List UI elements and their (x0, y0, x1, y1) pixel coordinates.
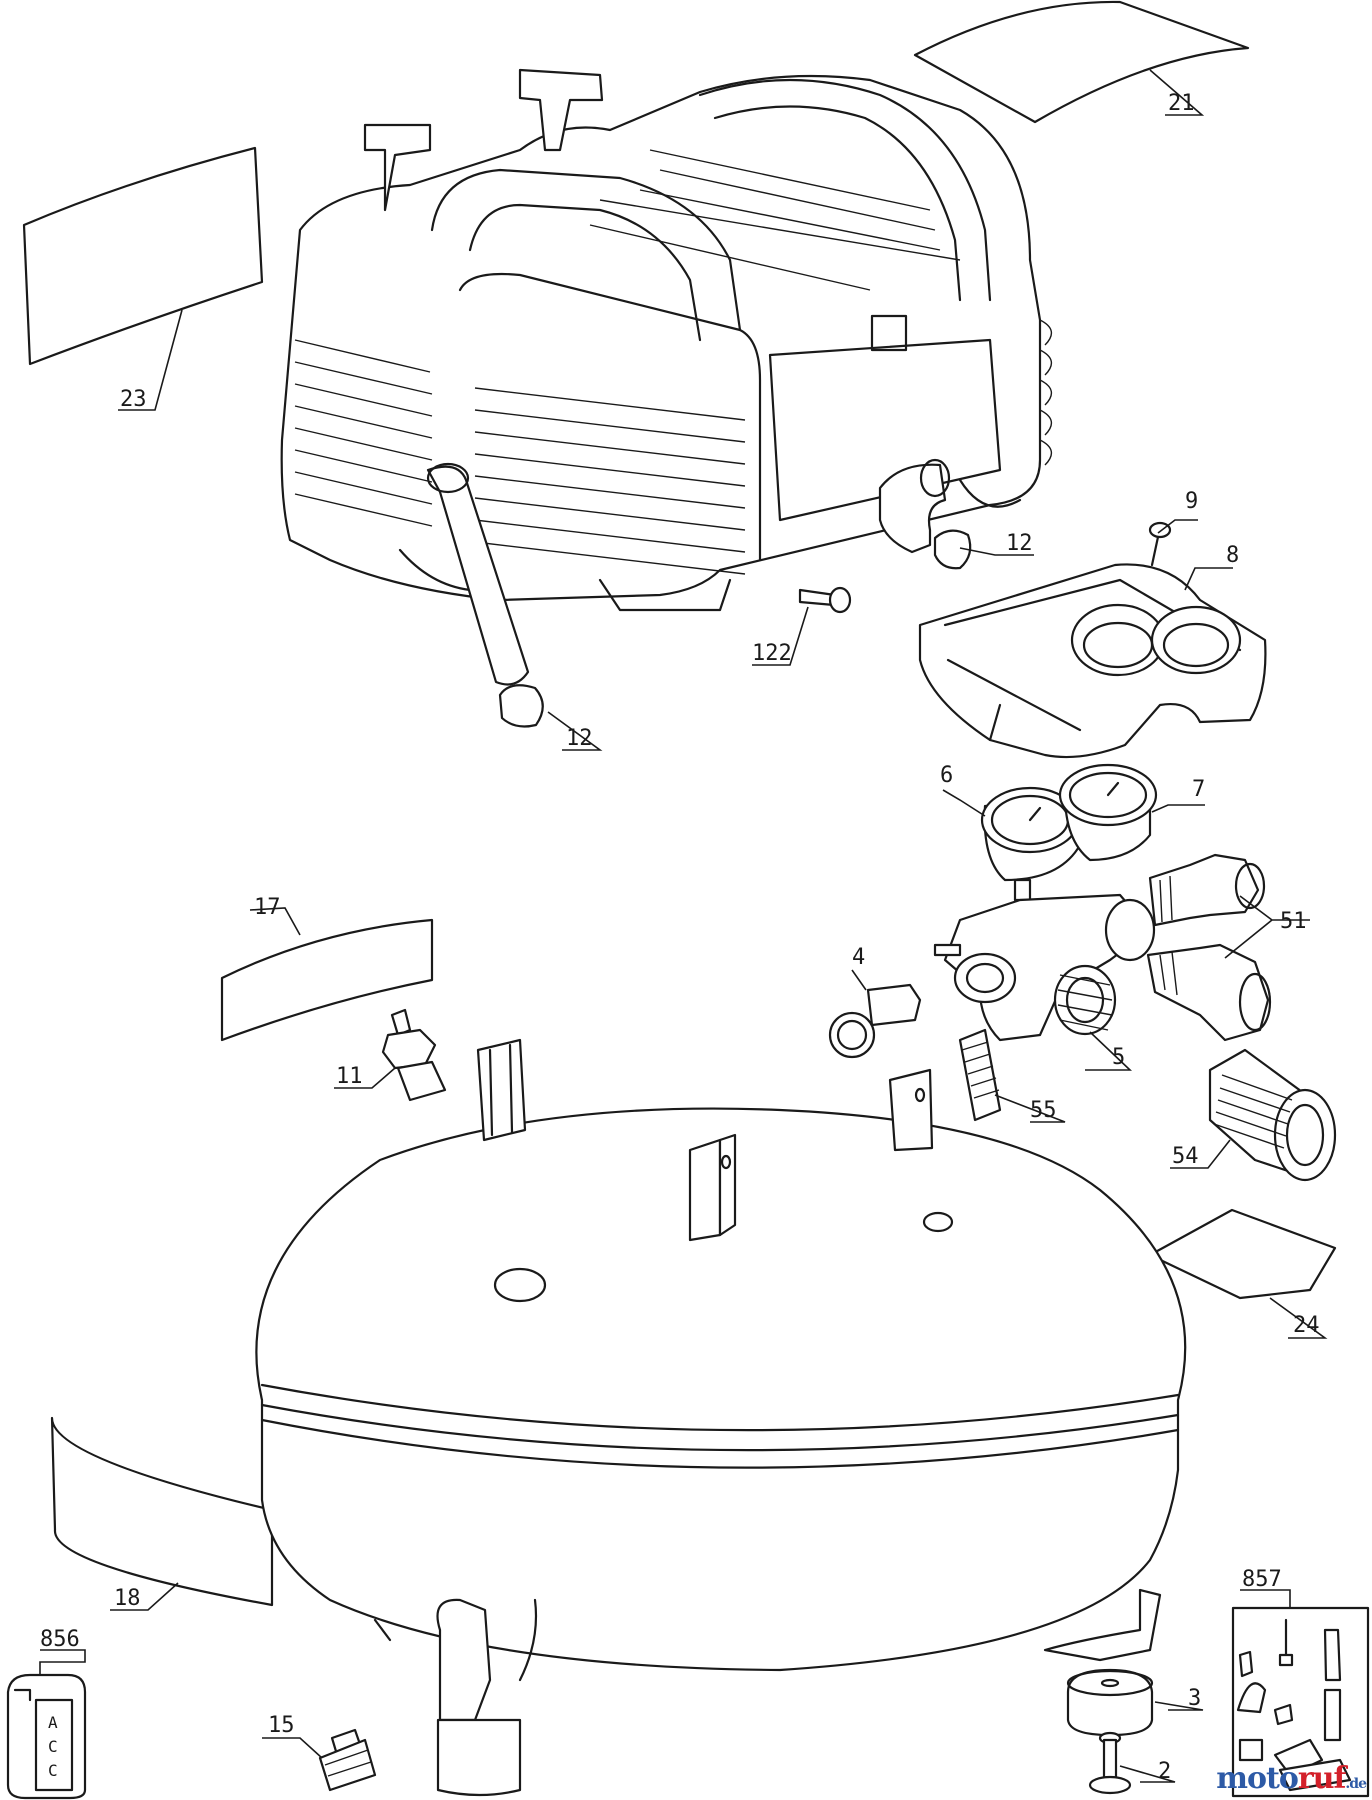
label-21: 21 (1168, 91, 1195, 116)
part-number-labels: 21 23 9 8 12 12 122 6 7 51 4 17 11 5 55 … (40, 91, 1320, 1784)
accessory-kit-857 (1231, 1606, 1370, 1798)
accessory-box-856 (6, 1673, 87, 1800)
label-856: 856 (40, 1627, 80, 1652)
hose-clamp-12-right (933, 529, 972, 570)
label-9: 9 (1185, 489, 1198, 514)
coupler-51-lower (1146, 943, 1272, 1042)
air-filter-54 (1208, 1048, 1337, 1182)
label-7: 7 (1192, 777, 1205, 802)
manifold-5 (933, 893, 1156, 1042)
safety-valve-4 (828, 983, 922, 1059)
label-122: 122 (752, 641, 792, 666)
label-11: 11 (336, 1064, 363, 1089)
rubber-foot-3 (1066, 1668, 1154, 1737)
label-3: 3 (1188, 1686, 1201, 1711)
label-17: 17 (254, 895, 281, 920)
label-51: 51 (1280, 909, 1307, 934)
label-12-left: 12 (566, 726, 593, 751)
acc-letter-c2: C (48, 1761, 58, 1780)
acc-text: A C C (48, 1713, 58, 1780)
hose-left (426, 462, 530, 686)
decal-17 (220, 918, 434, 1042)
label-6: 6 (940, 763, 953, 788)
label-12-right: 12 (1006, 531, 1033, 556)
decal-21 (913, 0, 1250, 124)
air-tank (255, 1038, 1187, 1797)
label-54: 54 (1172, 1144, 1199, 1169)
decal-24 (1148, 1208, 1337, 1300)
label-15: 15 (268, 1713, 295, 1738)
label-5: 5 (1112, 1045, 1125, 1070)
watermark-part1: moto (1216, 1761, 1299, 1796)
acc-letter-a: A (48, 1713, 58, 1732)
label-4: 4 (852, 945, 865, 970)
screw-122 (798, 586, 852, 614)
watermark: motoruf.de (1216, 1761, 1367, 1796)
label-18: 18 (114, 1586, 141, 1611)
watermark-part2: ruf (1297, 1761, 1347, 1796)
nipple-55 (958, 1028, 1002, 1122)
hose-right (878, 458, 951, 554)
gauge-6 (980, 786, 1082, 902)
gauge-panel-8 (918, 563, 1267, 759)
acc-letter-c1: C (48, 1737, 58, 1756)
fitting-11 (381, 1008, 447, 1102)
bolt-2 (1088, 1731, 1132, 1795)
decal-23 (22, 146, 264, 366)
hose-clamp-12-left (498, 684, 544, 728)
watermark-part3: .de (1345, 1776, 1367, 1792)
label-24: 24 (1293, 1313, 1320, 1338)
coupler-51-upper (1148, 853, 1266, 927)
leader-lines (39, 69, 1328, 1783)
label-8: 8 (1226, 543, 1239, 568)
screw-9 (1148, 521, 1172, 567)
label-23: 23 (120, 387, 147, 412)
label-857: 857 (1242, 1567, 1282, 1592)
drain-valve-15 (318, 1728, 377, 1792)
gauge-7 (1058, 763, 1158, 862)
label-2: 2 (1158, 1759, 1171, 1784)
compressor-housing (280, 68, 1053, 612)
label-55: 55 (1030, 1098, 1057, 1123)
decal-18 (50, 1416, 274, 1607)
